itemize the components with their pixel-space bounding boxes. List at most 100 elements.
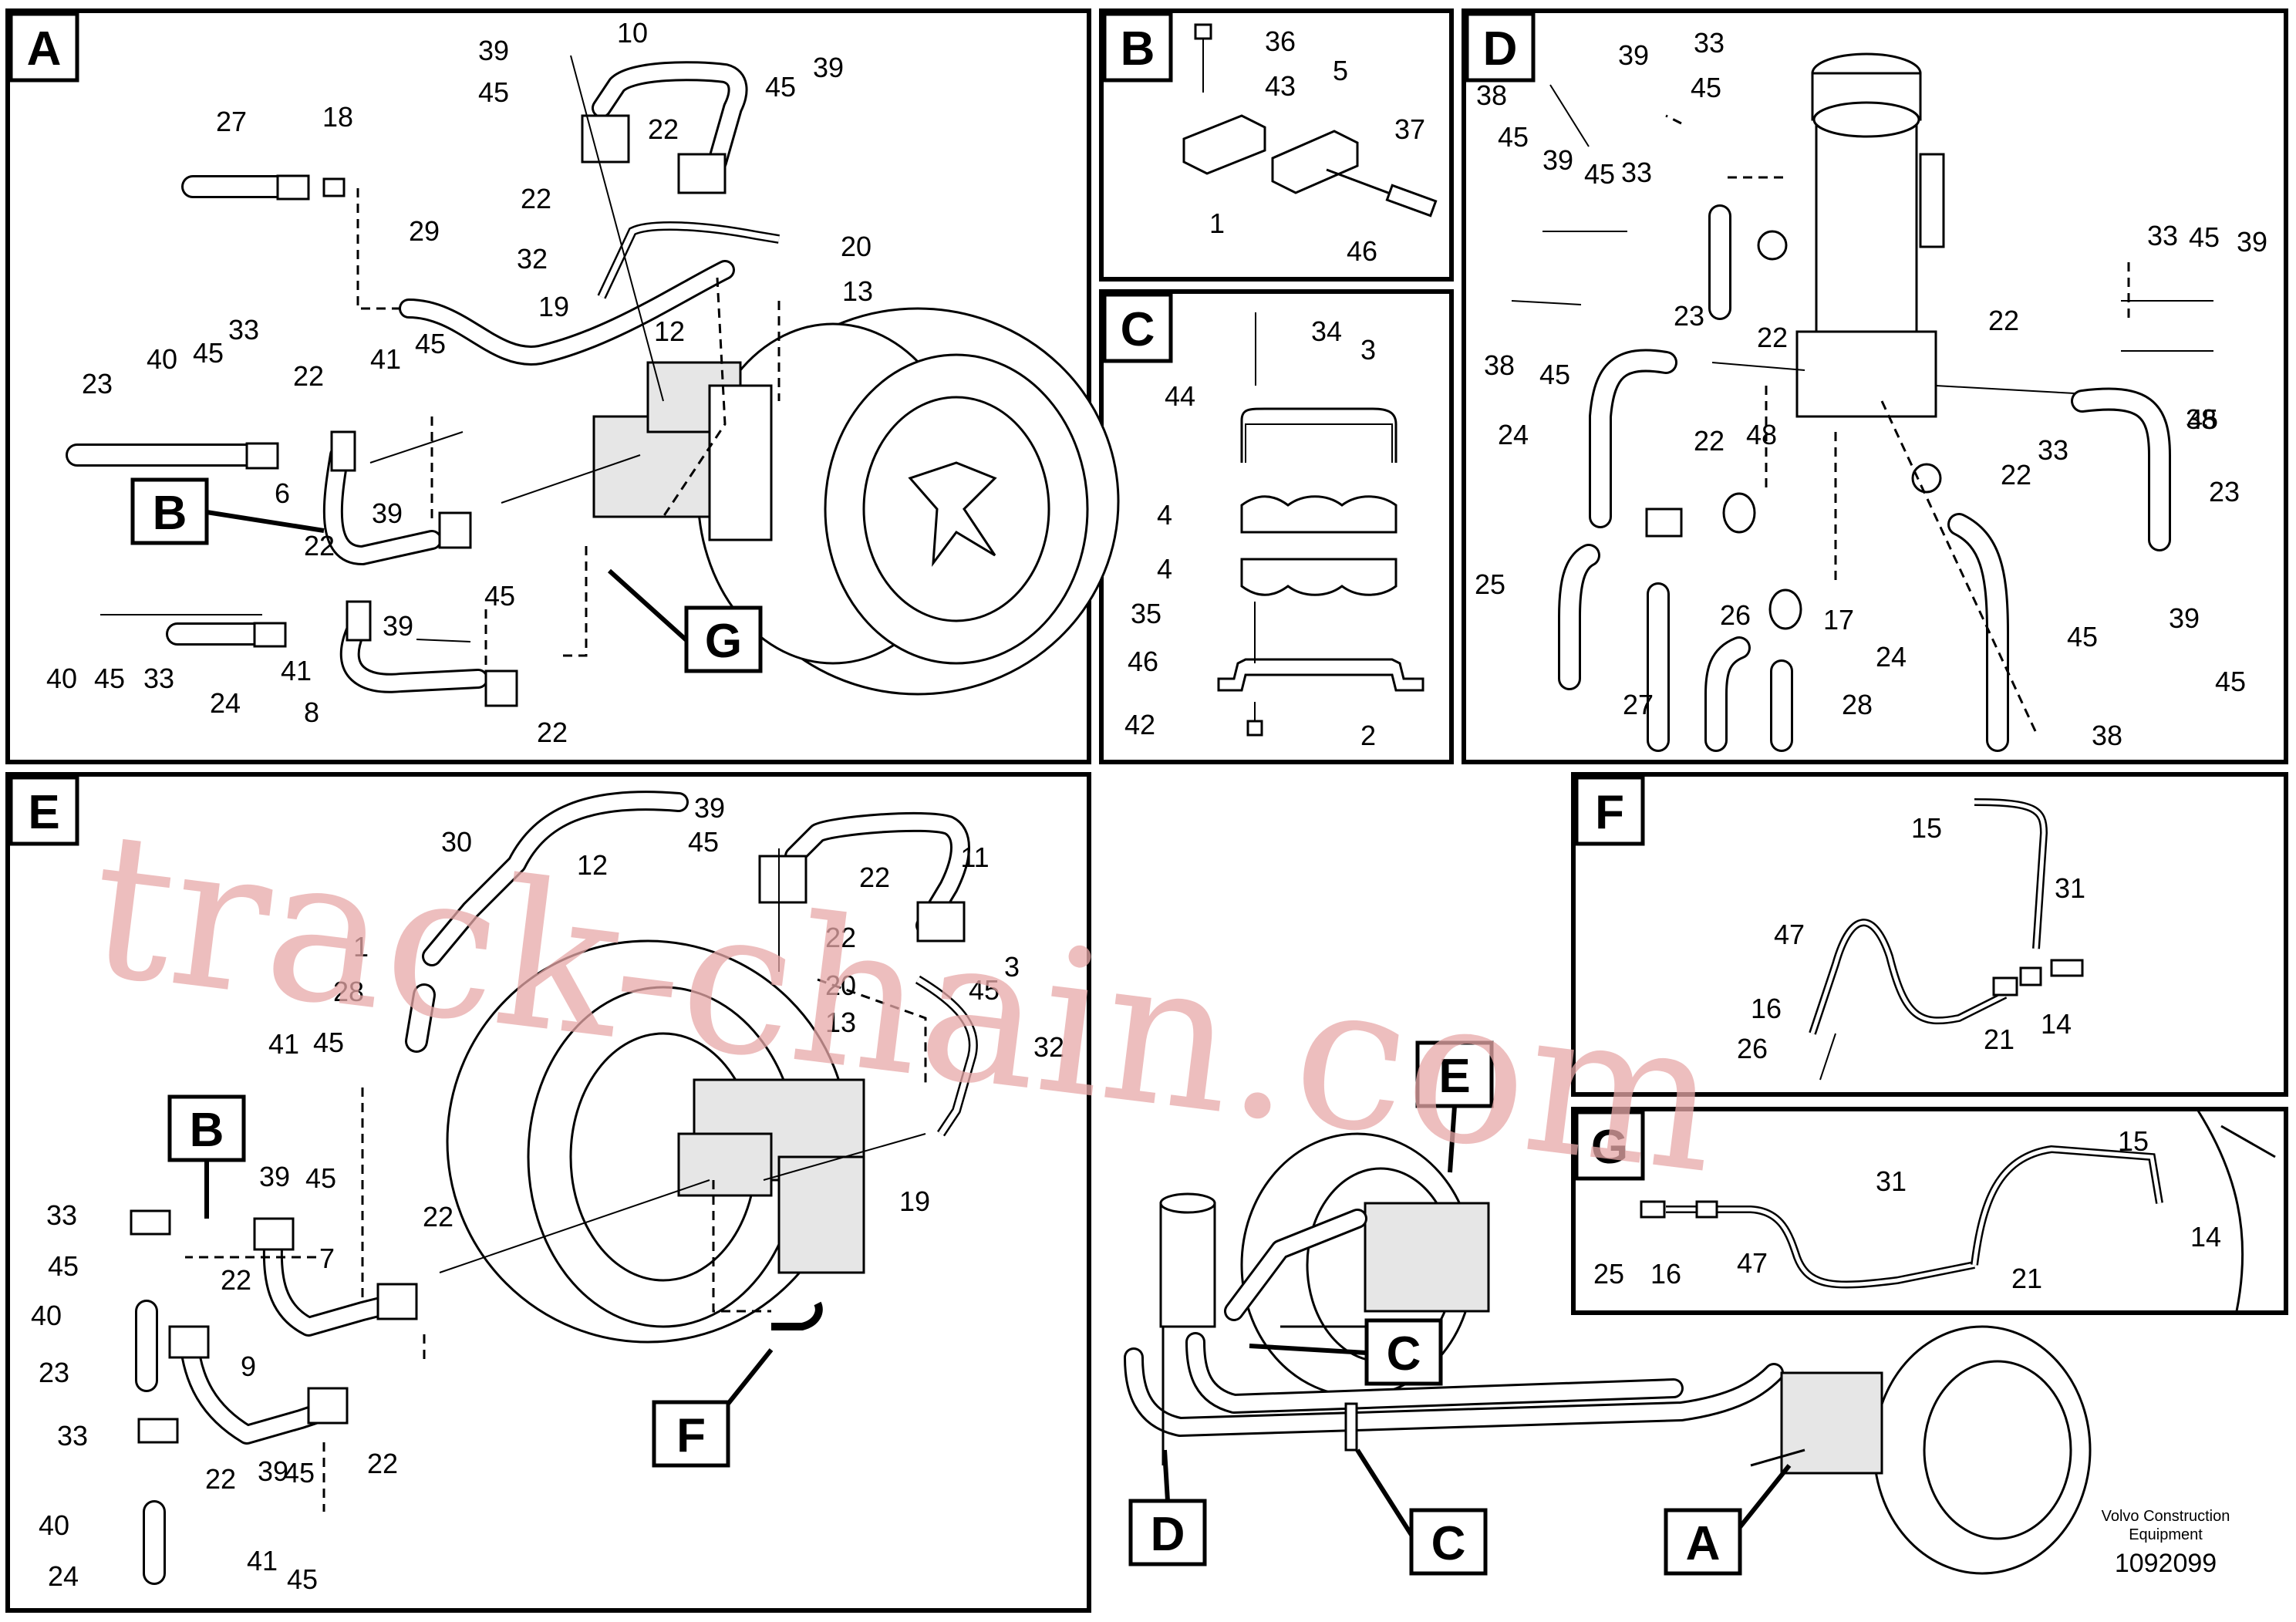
hub-star xyxy=(908,461,997,567)
callout-e-6: 1 xyxy=(353,931,369,963)
ref-box-a-b-text: B xyxy=(153,487,187,540)
callout-e-25: 40 xyxy=(31,1300,62,1331)
panel-c-drawing xyxy=(1217,312,1424,737)
callout-d-13: 45 xyxy=(2189,221,2220,253)
callout-d-24: 23 xyxy=(2209,476,2240,508)
footer-doc-number: 1092099 xyxy=(2115,1549,2217,1578)
callout-e-12: 13 xyxy=(825,1007,856,1038)
callout-a-29: 40 xyxy=(46,663,77,694)
callout-d-30: 24 xyxy=(1876,641,1907,673)
callout-d-11: 45 xyxy=(1539,359,1570,390)
callout-e-22: 7 xyxy=(319,1243,335,1274)
panel-letters: A B C D E F G xyxy=(8,12,1645,1181)
reference-boxes: B G B F E C C xyxy=(130,477,1792,1576)
callout-a-8: 22 xyxy=(648,113,679,145)
overview-box-a: A xyxy=(1664,1464,1792,1576)
callout-d-34: 38 xyxy=(2092,720,2122,751)
panel-frames xyxy=(5,8,2288,1613)
callout-d-2: 38 xyxy=(1476,79,1507,111)
overview-box-c2-text: C xyxy=(1431,1517,1466,1570)
callout-e-30: 45 xyxy=(284,1457,315,1489)
callout-d-26: 26 xyxy=(1720,599,1751,631)
ref-box-e-b: B xyxy=(167,1094,246,1219)
panel-e-drawing xyxy=(130,791,978,1585)
callout-c-1: 3 xyxy=(1360,334,1376,366)
callout-e-20: 33 xyxy=(46,1199,77,1231)
callout-e-11: 45 xyxy=(969,974,1000,1006)
callout-d-16: 24 xyxy=(1498,419,1529,450)
footer-company-line1: Volvo Construction xyxy=(2102,1508,2230,1525)
callout-a-31: 33 xyxy=(143,663,174,694)
callout-e-19: 45 xyxy=(305,1162,336,1194)
overview-box-c1-text: C xyxy=(1387,1327,1421,1381)
overview-box-d-text: D xyxy=(1151,1508,1185,1561)
callout-c-2: 44 xyxy=(1165,380,1195,412)
overview-box-c1: C xyxy=(1249,1318,1443,1386)
panel-d-drawing xyxy=(1511,52,2213,752)
callout-g-2: 14 xyxy=(2190,1221,2221,1253)
callout-d-14: 39 xyxy=(2237,226,2267,258)
callout-e-9: 28 xyxy=(333,976,364,1007)
callout-d-25: 25 xyxy=(1475,568,1505,600)
panel-g-drawing xyxy=(1640,1110,2276,1312)
swivel-base xyxy=(1795,330,1937,418)
callout-c-6: 46 xyxy=(1128,646,1158,677)
callout-d-1: 33 xyxy=(1694,27,1725,59)
callout-f-4: 26 xyxy=(1737,1033,1768,1064)
footer: Volvo Construction Equipment 1092099 xyxy=(2102,1508,2230,1578)
panel-letter-e-text: E xyxy=(28,786,59,839)
callout-a-11: 19 xyxy=(538,291,569,322)
callout-e-34: 41 xyxy=(247,1545,278,1576)
callout-a-21: 45 xyxy=(415,328,446,359)
callout-d-29: 28 xyxy=(1842,689,1873,720)
callout-e-23: 45 xyxy=(48,1250,79,1282)
callout-e-10: 20 xyxy=(825,969,856,1001)
callout-e-3: 12 xyxy=(577,849,608,881)
callout-f-0: 15 xyxy=(1911,812,1942,844)
callout-a-7: 22 xyxy=(521,183,551,214)
callout-a-1: 10 xyxy=(617,17,648,49)
callout-b-3: 37 xyxy=(1394,113,1425,145)
callout-e-32: 22 xyxy=(367,1448,398,1479)
callout-d-0: 39 xyxy=(1618,39,1649,71)
callout-b-5: 46 xyxy=(1347,235,1377,267)
callout-f-5: 21 xyxy=(1984,1023,2014,1055)
callout-a-3: 45 xyxy=(765,71,796,103)
callout-g-0: 15 xyxy=(2118,1125,2149,1157)
callout-a-10: 20 xyxy=(841,231,872,262)
watermark-text: track-chain.com xyxy=(79,788,1730,1219)
callout-e-15: 41 xyxy=(268,1028,299,1060)
callout-d-31: 45 xyxy=(2067,621,2098,653)
callout-f-1: 31 xyxy=(2055,872,2085,904)
callout-e-0: 39 xyxy=(694,792,725,824)
callout-d-23: 33 xyxy=(2038,434,2068,466)
callout-a-5: 27 xyxy=(216,106,247,137)
ref-box-e-f: F xyxy=(652,1348,774,1468)
callout-a-20: 41 xyxy=(370,343,401,375)
hose-f-31 xyxy=(1974,798,2048,949)
panel-letter-f-text: F xyxy=(1595,786,1624,839)
callout-c-8: 2 xyxy=(1360,720,1376,751)
callout-g-4: 16 xyxy=(1650,1258,1681,1290)
clamp-half-1 xyxy=(1182,114,1266,175)
overview-box-c2: C xyxy=(1355,1448,1488,1576)
callout-a-18: 33 xyxy=(228,314,259,346)
callout-e-24: 22 xyxy=(423,1201,453,1233)
callout-a-17: 45 xyxy=(193,337,224,369)
overview-swivel xyxy=(1159,1202,1216,1328)
callout-d-3: 45 xyxy=(1691,72,1721,103)
callout-e-4: 11 xyxy=(960,841,989,873)
callout-a-35: 22 xyxy=(537,717,568,748)
callout-d-18: 48 xyxy=(1746,419,1777,450)
callout-a-25: 22 xyxy=(304,530,335,561)
callout-e-17: 19 xyxy=(899,1185,930,1217)
callout-e-13: 32 xyxy=(1033,1031,1064,1063)
valve-block xyxy=(592,415,711,518)
callout-d-7: 33 xyxy=(1621,157,1652,188)
ref-box-e-b-text: B xyxy=(190,1104,224,1157)
panel-e-frame xyxy=(5,772,1091,1613)
callout-e-7: 22 xyxy=(825,922,856,953)
callout-a-16: 40 xyxy=(147,343,177,375)
adapter-48 xyxy=(1722,492,1756,534)
